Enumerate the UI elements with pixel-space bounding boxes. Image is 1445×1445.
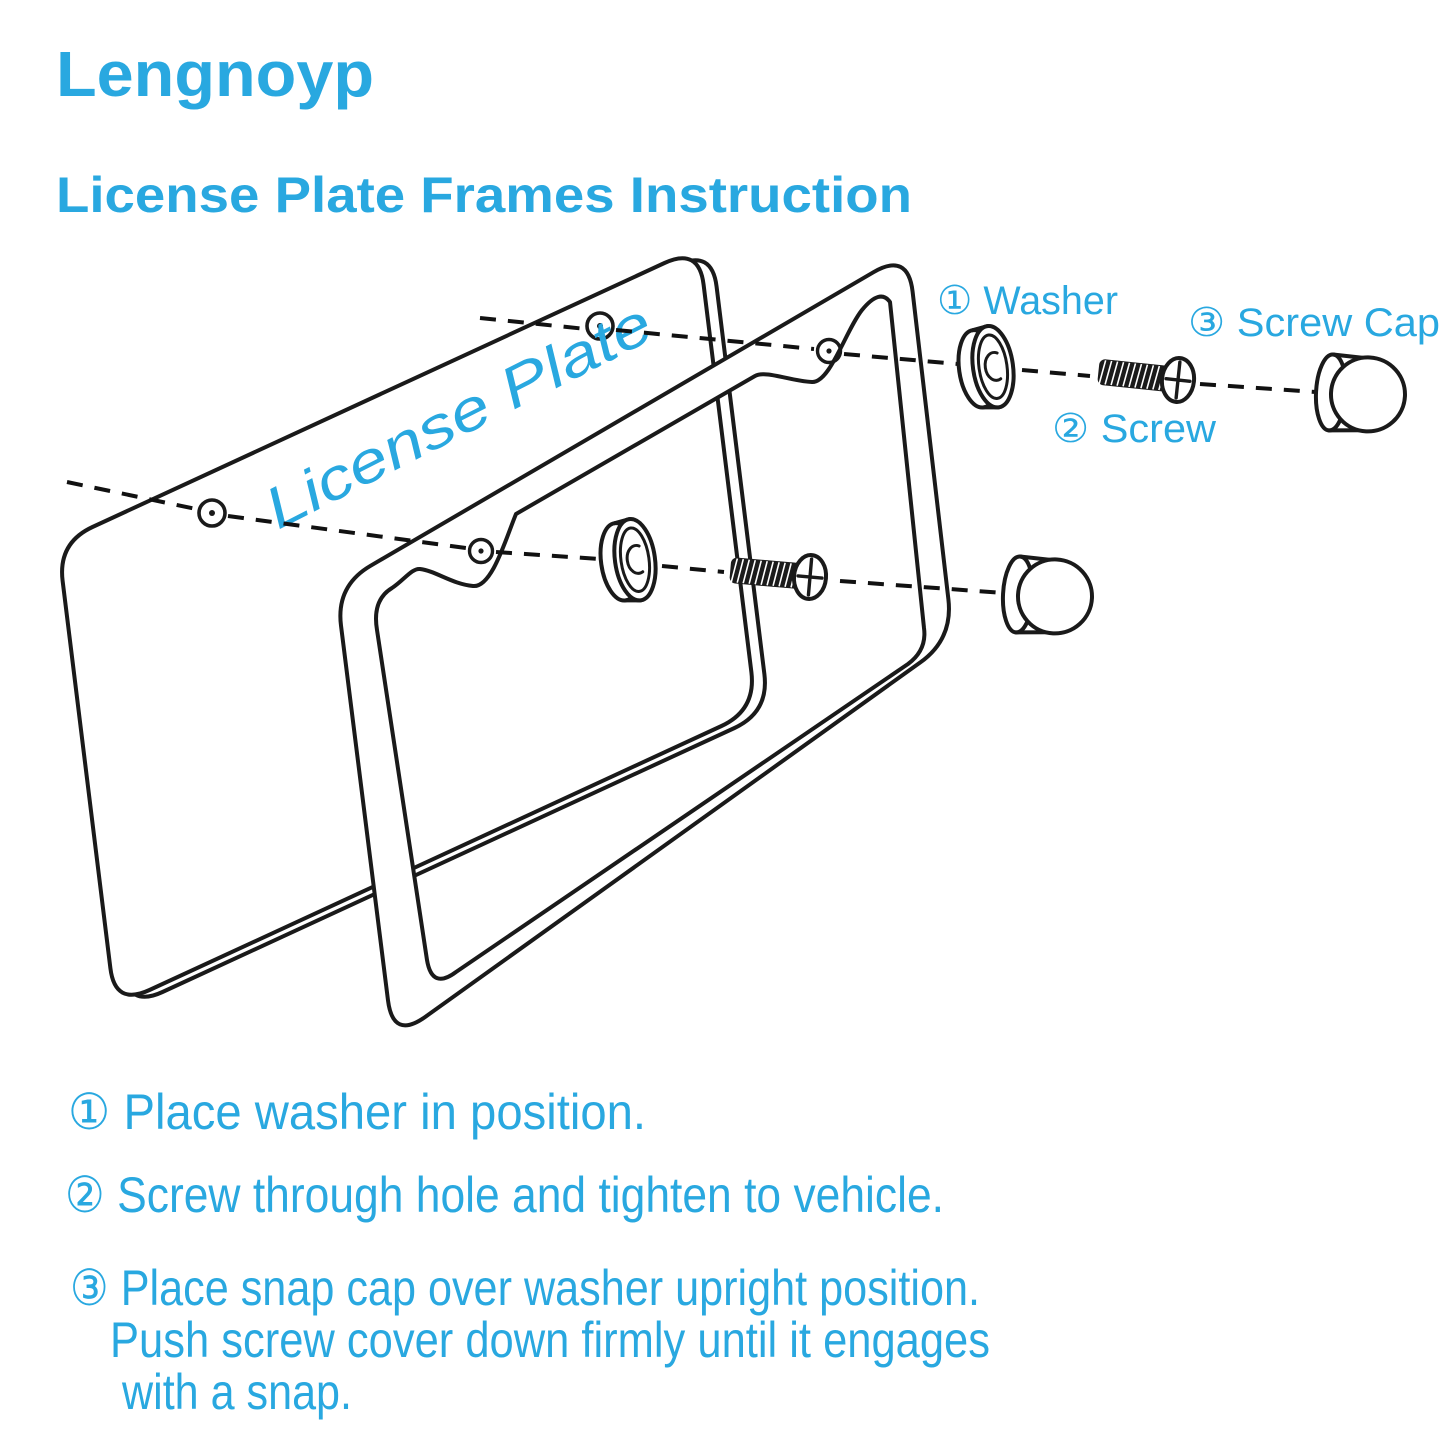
plate-hole-right: [585, 311, 615, 341]
screw-graphic-top: [1094, 347, 1199, 406]
washer-label: ① Washer: [937, 279, 1118, 323]
screw-label: ② Screw: [1052, 407, 1216, 451]
assembly-axis-top: [479, 316, 1317, 394]
frame-hole-left: [467, 537, 495, 565]
assembly-axis-bottom: [66, 480, 1005, 595]
plate-frame: [338, 263, 951, 1028]
brand-title: Lengnoyp: [56, 38, 374, 110]
instruction-steps: ① Place washer in position. ② Screw thro…: [65, 1084, 990, 1420]
step-2-text: ② Screw through hole and tighten to vehi…: [65, 1167, 944, 1223]
step-3-line-2: Push screw cover down firmly until it en…: [110, 1312, 990, 1368]
frame-outline: [338, 263, 951, 1028]
step-1-text: ① Place washer in position.: [68, 1084, 646, 1140]
page-subtitle: License Plate Frames Instruction: [56, 167, 912, 223]
step-3-line-3: with a snap.: [121, 1364, 352, 1420]
screw-cap-label: ③ Screw Cap: [1188, 301, 1440, 345]
plate-hole-left: [197, 498, 227, 528]
assembly-diagram: License Plate: [60, 256, 1440, 1028]
step-3-line-1: ③ Place snap cap over washer upright pos…: [70, 1260, 980, 1316]
washer-graphic-top: [951, 321, 1021, 415]
frame-hole-right: [815, 337, 843, 365]
screw-cap-graphic-middle: [1001, 556, 1094, 637]
screw-cap-graphic-top: [1314, 354, 1407, 435]
